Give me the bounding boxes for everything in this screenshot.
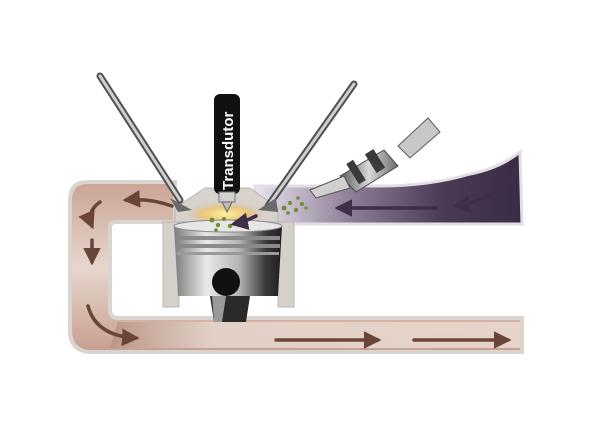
exhaust-arrow-1 — [122, 190, 174, 208]
exhaust-arrow-4 — [86, 304, 140, 347]
transducer: Transdutor — [214, 94, 240, 214]
piston — [173, 219, 283, 322]
intake-flow-arrows — [230, 176, 516, 230]
intake-arrow-2 — [452, 176, 516, 213]
transducer-label: Transdutor — [220, 111, 237, 190]
exhaust-valve — [96, 72, 192, 212]
exhaust-flow-arrows — [78, 190, 512, 349]
piston-pin — [212, 268, 240, 296]
intake-arrow-3 — [230, 212, 258, 230]
intake-valve — [258, 80, 358, 212]
exhaust-arrow-2 — [78, 200, 102, 230]
fuel-injector — [309, 117, 441, 199]
